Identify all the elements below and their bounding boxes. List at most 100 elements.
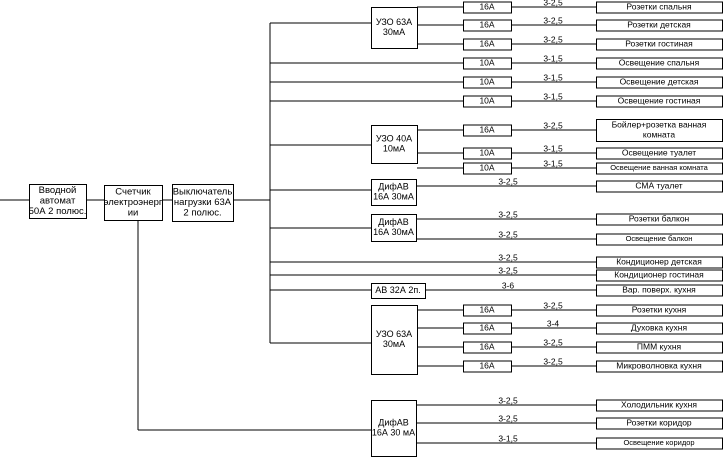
load-label: Розетки балкон — [629, 213, 690, 223]
load-label: Холодильник кухня — [621, 399, 697, 409]
cable-label: 3-2,5 — [498, 209, 518, 219]
rcd1-box — [371, 7, 418, 49]
load-box — [596, 1, 723, 14]
cb32-line: АВ 32А 2п. — [375, 285, 420, 295]
load-box — [596, 417, 723, 430]
cable-label: 3-2,5 — [498, 252, 518, 262]
breaker-box — [463, 38, 512, 51]
rcbo2-box — [371, 214, 417, 242]
breaker-box — [463, 147, 512, 160]
cable-label: 3-2,5 — [543, 120, 563, 130]
cable-label: 3-2,5 — [543, 300, 563, 310]
load-label: Розетки детская — [627, 19, 691, 29]
cable-label: 3-2,5 — [498, 229, 518, 239]
cable-label: 3-1,5 — [543, 53, 563, 63]
rcd2-line: 10мА — [383, 143, 405, 153]
cable-label: 3-1,5 — [498, 433, 518, 443]
rcbo3-line: ДифАВ — [378, 417, 409, 427]
load-label: Кондиционер гостиная — [614, 269, 704, 279]
cable-label: 3-4 — [547, 318, 560, 328]
breaker-box — [463, 124, 512, 137]
load-label: Розетки коридор — [626, 417, 692, 427]
breaker-label: 16А — [479, 360, 494, 370]
meter-line: ии — [128, 208, 139, 219]
load-box — [596, 95, 723, 108]
rcd3-box — [371, 305, 418, 375]
rcbo1-line: 16А 30мА — [373, 191, 414, 201]
load-label: Освещение туалет — [622, 147, 696, 157]
breaker-label: 16А — [479, 124, 494, 134]
load-label: Розетки кухня — [632, 304, 687, 314]
rcbo3-line: 16А 30 мА — [372, 427, 415, 437]
switch-box — [172, 184, 234, 222]
breaker-box — [463, 1, 512, 14]
breaker-label: 16А — [479, 19, 494, 29]
breaker-box — [463, 341, 512, 354]
load-box — [596, 119, 723, 142]
switch-line: 2 полюс. — [183, 208, 221, 219]
breaker-label: 10А — [479, 162, 494, 172]
rcd2-box — [371, 125, 418, 164]
cable-label: 3-2,5 — [543, 337, 563, 347]
load-box — [596, 76, 723, 89]
rcbo1-line: ДифАВ — [378, 181, 409, 191]
rcd1-line: УЗО 63А — [376, 17, 412, 27]
input-line: автомат — [40, 196, 76, 207]
switch-line: Выключатель — [173, 187, 233, 198]
load-label: Вар. поверх. кухня — [622, 284, 696, 294]
breaker-label: 16А — [479, 322, 494, 332]
load-box — [596, 256, 723, 269]
load-box — [596, 180, 723, 193]
load-label: СМА туалет — [635, 180, 682, 190]
cable-label: 3-2,5 — [498, 176, 518, 186]
cable-label: 3-2,5 — [543, 34, 563, 44]
load-box — [596, 437, 723, 450]
load-label: Освещение ванная комната — [610, 163, 708, 172]
breaker-box — [463, 57, 512, 70]
load-label: Освещение детская — [620, 76, 699, 86]
rcbo3-box — [371, 400, 417, 457]
cable-label: 3-2,5 — [543, 356, 563, 366]
meter-line: Счетчик — [115, 187, 151, 198]
load-box — [596, 162, 723, 175]
load-box — [596, 213, 723, 226]
rcd3-line: УЗО 63А — [376, 329, 412, 339]
load-box — [596, 147, 723, 160]
cb32-box — [371, 283, 426, 299]
input-line: Вводной — [39, 185, 77, 196]
rcbo1-box — [371, 179, 417, 206]
load-box — [596, 360, 723, 373]
load-box — [596, 399, 723, 412]
breaker-label: 10А — [479, 95, 494, 105]
cable-label: 3-1,5 — [543, 143, 563, 153]
wires — [0, 6, 596, 444]
rcd1-line: 30мА — [383, 27, 405, 37]
breaker-box — [463, 76, 512, 89]
breaker-label: 16А — [479, 38, 494, 48]
load-label: Освещение гостиная — [618, 95, 701, 105]
load-label: Духовка кухня — [631, 322, 688, 332]
load-box — [596, 233, 723, 246]
load-label: Розетки гостиная — [625, 38, 693, 48]
load-label: Освещение балкон — [626, 234, 693, 243]
cable-label: 3-2,5 — [543, 15, 563, 25]
load-label: Освещение спальня — [619, 57, 700, 67]
load-label: ПММ кухня — [637, 341, 682, 351]
load-box — [596, 341, 723, 354]
cable-label: 3-1,5 — [543, 72, 563, 82]
load-box — [596, 19, 723, 32]
load-label: Микроволновка кухня — [616, 360, 702, 370]
breaker-box — [463, 162, 512, 175]
input-line: 50А 2 полюс. — [29, 206, 87, 217]
cable-label: 3-2,5 — [543, 0, 563, 7]
load-label: Бойлер+розетка ванная — [612, 119, 707, 129]
rcbo2-line: ДифАВ — [378, 217, 409, 227]
cable-label: 3-2,5 — [498, 265, 518, 275]
rcbo2-line: 16А 30мА — [373, 227, 414, 237]
load-box — [596, 38, 723, 51]
load-label: Освещение коридор — [623, 438, 694, 447]
breaker-label: 16А — [479, 1, 494, 11]
load-box — [596, 284, 723, 297]
